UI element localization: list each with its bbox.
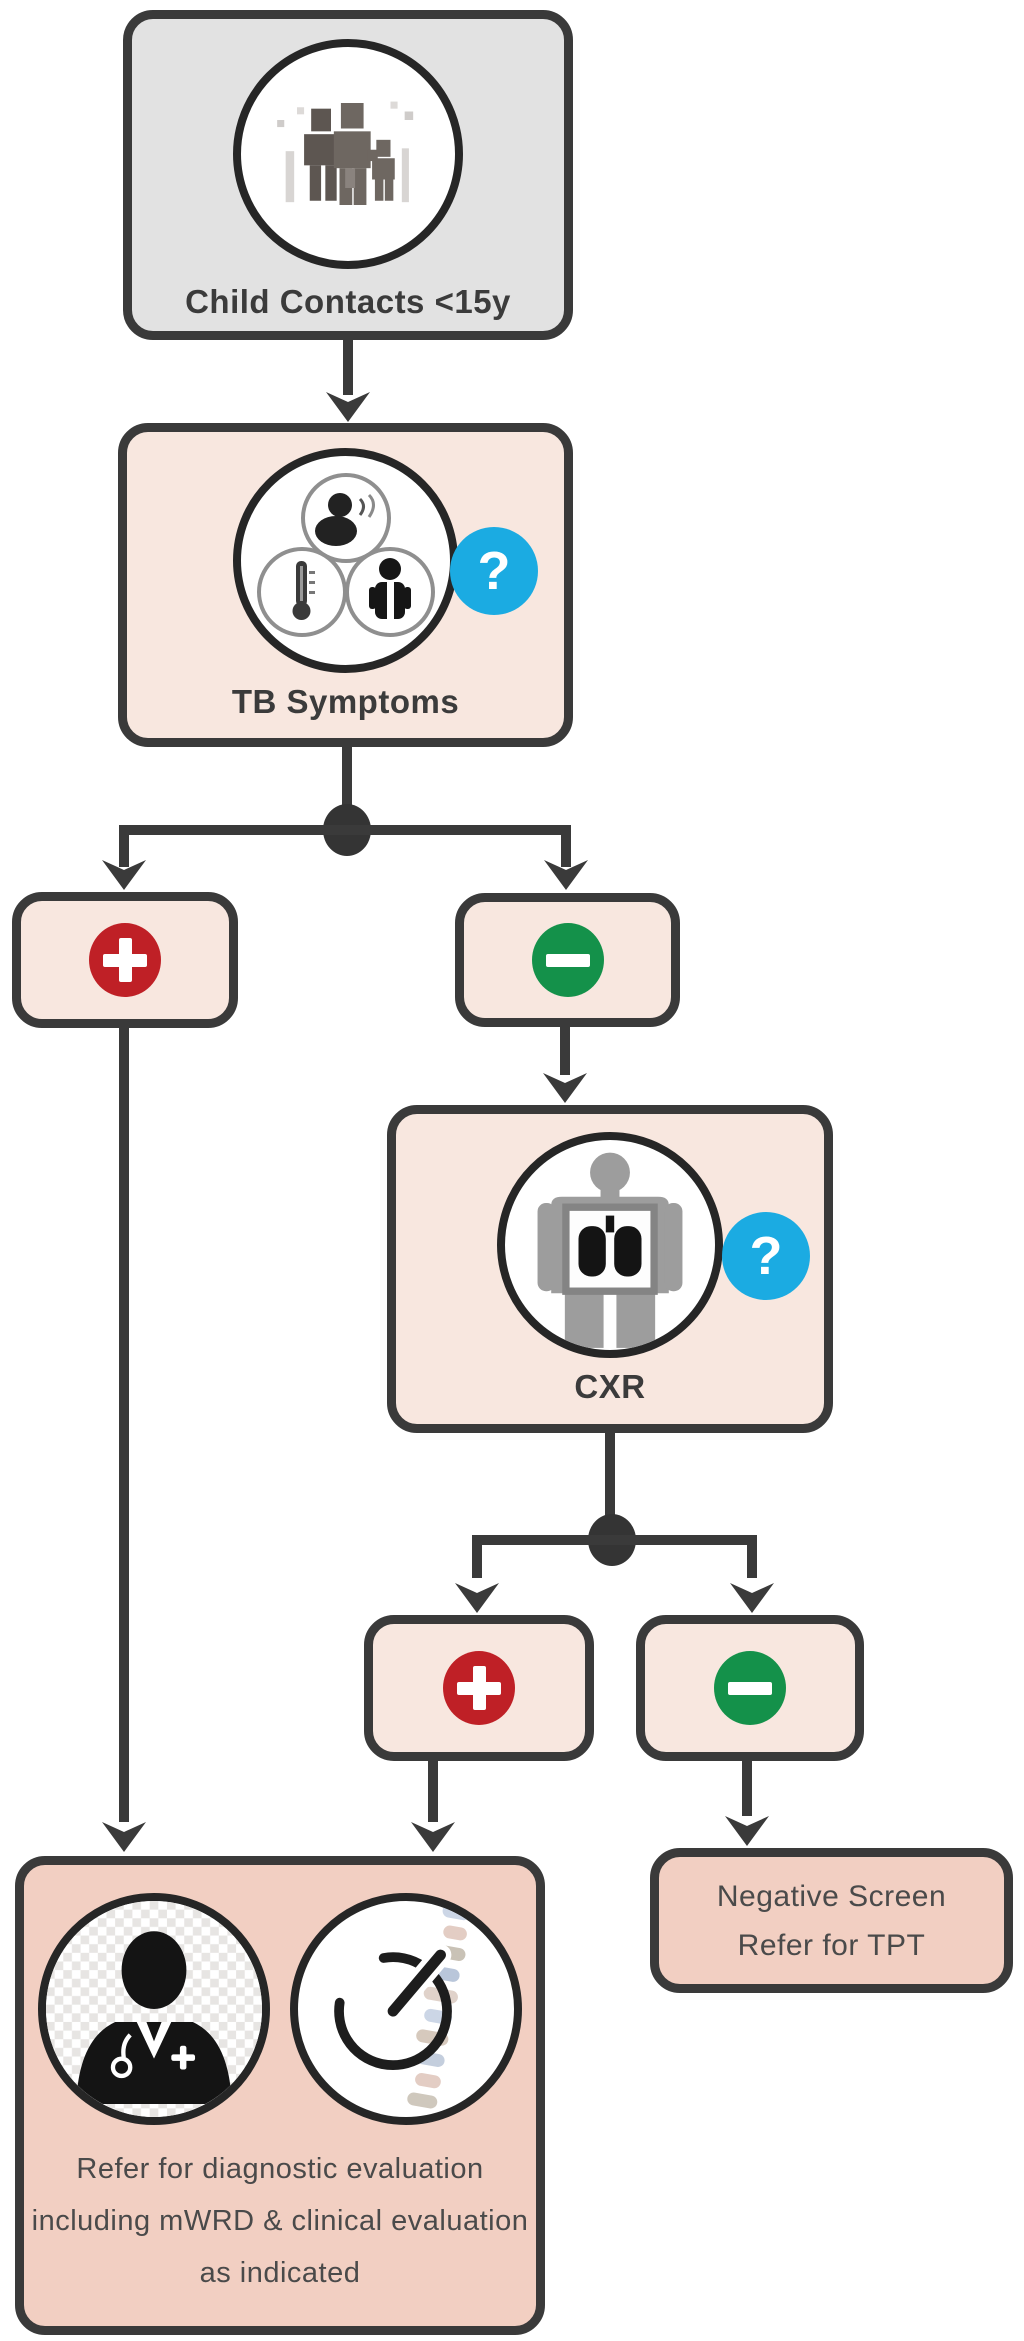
refer-line2: including mWRD & clinical evaluation: [31, 2205, 529, 2237]
connector-line: [472, 1535, 482, 1578]
negative-result-badge: [531, 923, 604, 997]
arrow-down-icon: [455, 1583, 499, 1613]
plus-icon: [118, 938, 132, 982]
arrow-down-icon: [326, 392, 370, 422]
connector-line: [472, 1535, 757, 1545]
connector-line: [560, 1027, 570, 1075]
doctor-icon: [38, 1893, 270, 2125]
connector-line: [119, 825, 571, 835]
node-cxr-positive: [364, 1615, 594, 1761]
connector-line: [119, 1028, 129, 1822]
node-negative-screen: Negative Screen Refer for TPT: [650, 1848, 1013, 1993]
minus-icon: [728, 1681, 772, 1695]
arrow-down-icon: [411, 1822, 455, 1852]
arrow-down-icon: [544, 860, 588, 890]
mwrd-test-icon: [290, 1893, 522, 2125]
connector-line: [742, 1761, 752, 1816]
node-cxr: ? CXR: [387, 1105, 833, 1433]
chest-xray-icon: [497, 1132, 723, 1358]
connector-line: [343, 338, 353, 395]
node-tb-symptoms: ? TB Symptoms: [118, 423, 573, 747]
arrow-down-icon: [730, 1583, 774, 1613]
arrow-down-icon: [102, 1822, 146, 1852]
refer-line1: Refer for diagnostic evaluation: [76, 2153, 484, 2185]
refer-line3: as indicated: [199, 2257, 361, 2289]
node-label: CXR: [574, 1368, 646, 1405]
help-question-badge[interactable]: ?: [450, 527, 538, 615]
minus-icon: [545, 953, 590, 967]
node-cxr-negative: [636, 1615, 864, 1761]
node-tb-negative: [455, 893, 680, 1027]
node-tb-positive: [12, 892, 238, 1028]
arrow-down-icon: [725, 1816, 769, 1846]
positive-result-badge: [443, 1651, 515, 1725]
negative-result-badge: [714, 1651, 786, 1725]
node-label: Child Contacts <15y: [185, 283, 511, 320]
positive-result-badge: [89, 923, 161, 997]
node-label: TB Symptoms: [231, 683, 460, 720]
node-refer-diagnostic: Refer for diagnostic evaluation includin…: [15, 1856, 545, 2335]
connector-line: [605, 1433, 615, 1540]
negative-screen-line1: Negative Screen: [716, 1879, 947, 1913]
question-mark: ?: [477, 541, 511, 601]
node-child-contacts: Child Contacts <15y: [123, 10, 573, 340]
question-mark: ?: [749, 1226, 783, 1286]
negative-screen-line2: Refer for TPT: [737, 1928, 926, 1962]
family-icon: [233, 39, 463, 269]
connector-line: [561, 825, 571, 867]
connector-line: [119, 825, 129, 867]
arrow-down-icon: [543, 1073, 587, 1103]
plus-icon: [472, 1666, 486, 1710]
help-question-badge[interactable]: ?: [722, 1212, 810, 1300]
connector-line: [428, 1761, 438, 1822]
connector-line: [342, 745, 352, 830]
tb-symptoms-icon: [233, 448, 458, 673]
connector-line: [747, 1535, 757, 1578]
arrow-down-icon: [102, 860, 146, 890]
